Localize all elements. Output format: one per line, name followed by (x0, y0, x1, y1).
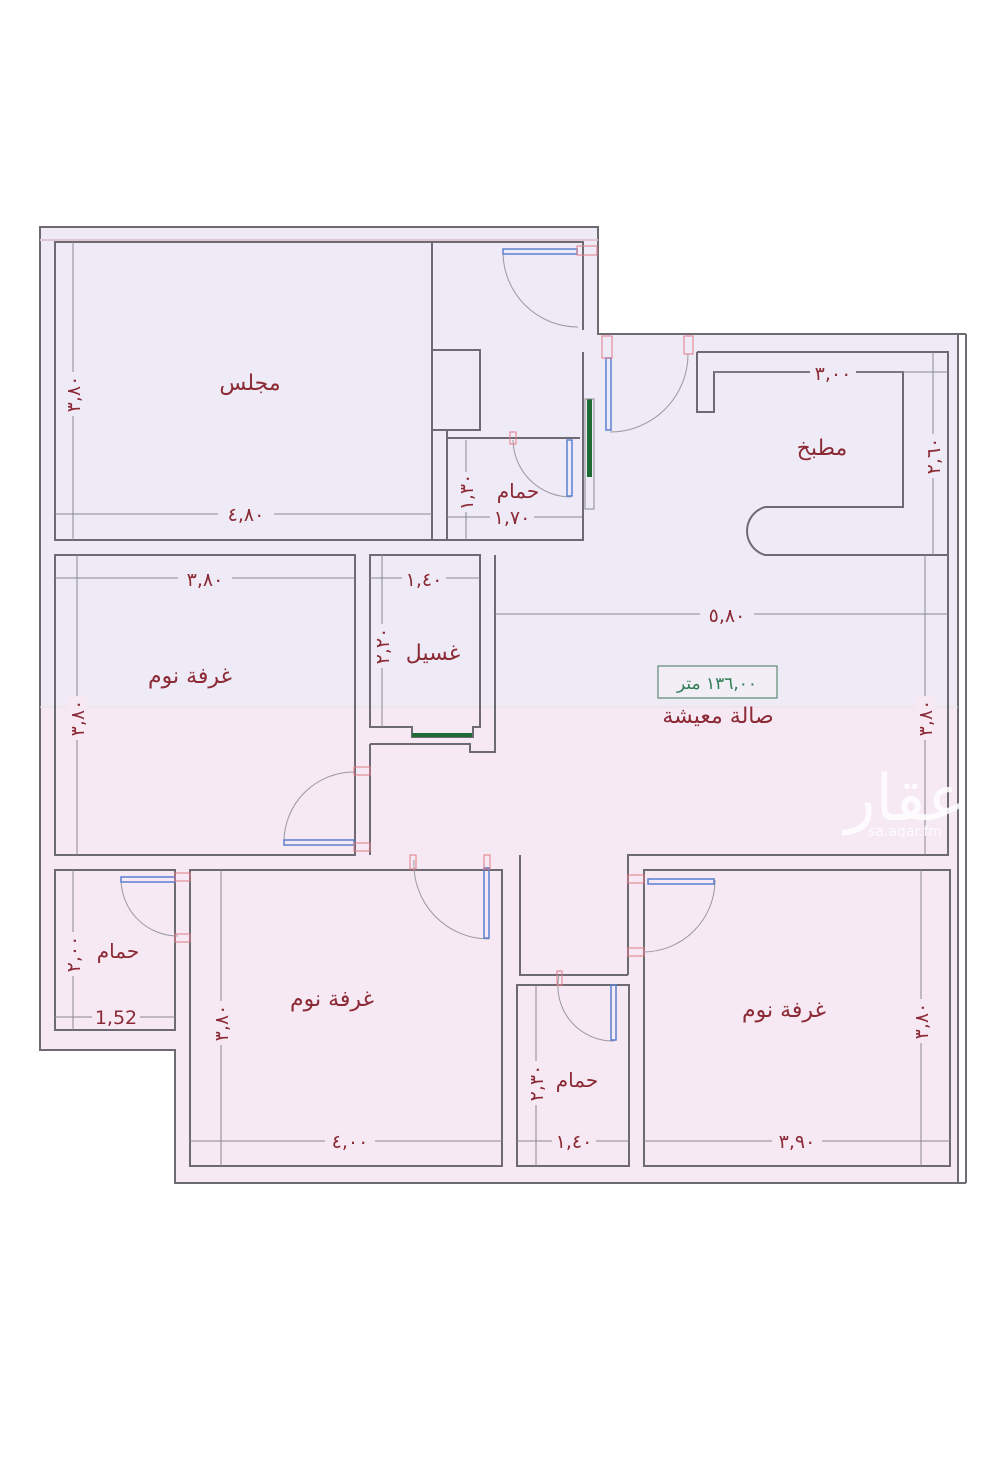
svg-text:١٣٦,٠٠ متر: ١٣٦,٠٠ متر (676, 674, 757, 694)
interior-walls (54, 241, 951, 1167)
dim-bedroom-3-depth: ٣,٨٠ (911, 1003, 933, 1040)
dim-bedroom-1-width: ٣,٨٠ (187, 569, 224, 591)
dimension-values-vertical: ٣,٨٠ ١,٣٠ ٢,٦٠ ٣,٨٠ ٢,٢٠ ٣,٨٠ ٢,٠٠ ٣,٨٠ … (63, 372, 945, 1105)
room-label-bedroom-1: غرفة نوم (148, 664, 232, 689)
dim-bedroom-1-depth: ٣,٨٠ (67, 700, 89, 737)
room-label-bath-3: حمام (556, 1068, 598, 1092)
room-label-laundry: غسيل (406, 641, 460, 666)
aqar-watermark: عقار sa.aqar.fm (842, 762, 966, 840)
dim-majlis-depth: ٣,٨٠ (63, 376, 85, 413)
open-passages (412, 398, 595, 737)
dimension-values: ٤,٨٠ ١,٧٠ ٣,٠٠ ٣,٨٠ ١,٤٠ ٥,٨٠ 1,52 ٤,٠٠ … (92, 361, 856, 1153)
dim-bedroom-2-width: ٤,٠٠ (332, 1131, 369, 1153)
room-label-bedroom-2: غرفة نوم (290, 987, 374, 1012)
dim-bath-2-width: 1,52 (95, 1007, 137, 1029)
dim-bath-1-depth: ١,٣٠ (456, 474, 478, 511)
dim-living-width: ٥,٨٠ (709, 605, 746, 627)
dim-laundry-depth: ٢,٢٠ (372, 628, 394, 665)
dim-laundry-width: ١,٤٠ (406, 569, 443, 591)
building-footprint (39, 226, 967, 1184)
dim-bedroom-2-depth: ٣,٨٠ (211, 1005, 233, 1042)
room-label-bath-2: حمام (97, 939, 139, 963)
dim-bath-2-depth: ٢,٠٠ (63, 936, 85, 973)
svg-text:عقار: عقار (842, 762, 966, 836)
dim-bath-3-width: ١,٤٠ (556, 1131, 593, 1153)
svg-text:sa.aqar.fm: sa.aqar.fm (868, 824, 942, 840)
room-label-majlis: مجلس (219, 371, 280, 396)
dim-bath-3-depth: ٢,٣٠ (526, 1065, 548, 1102)
dim-bedroom-3-width: ٣,٩٠ (779, 1131, 816, 1153)
total-area-badge: ١٣٦,٠٠ متر (657, 665, 778, 699)
dim-living-depth: ٣,٨٠ (915, 700, 937, 737)
dim-majlis-width: ٤,٨٠ (228, 504, 265, 526)
dim-bath-1-width: ١,٧٠ (494, 507, 531, 529)
dim-kitchen-depth: ٢,٦٠ (923, 438, 945, 475)
room-label-bedroom-3: غرفة نوم (742, 998, 826, 1023)
doors (120, 245, 716, 1042)
room-labels: مجلس حمام مطبخ غرفة نوم غسيل صالة معيشة … (97, 371, 848, 1092)
room-label-living: صالة معيشة (662, 704, 773, 729)
dim-kitchen-width: ٣,٠٠ (815, 363, 852, 385)
room-label-kitchen: مطبخ (797, 436, 848, 461)
room-label-bath-1: حمام (497, 479, 539, 503)
